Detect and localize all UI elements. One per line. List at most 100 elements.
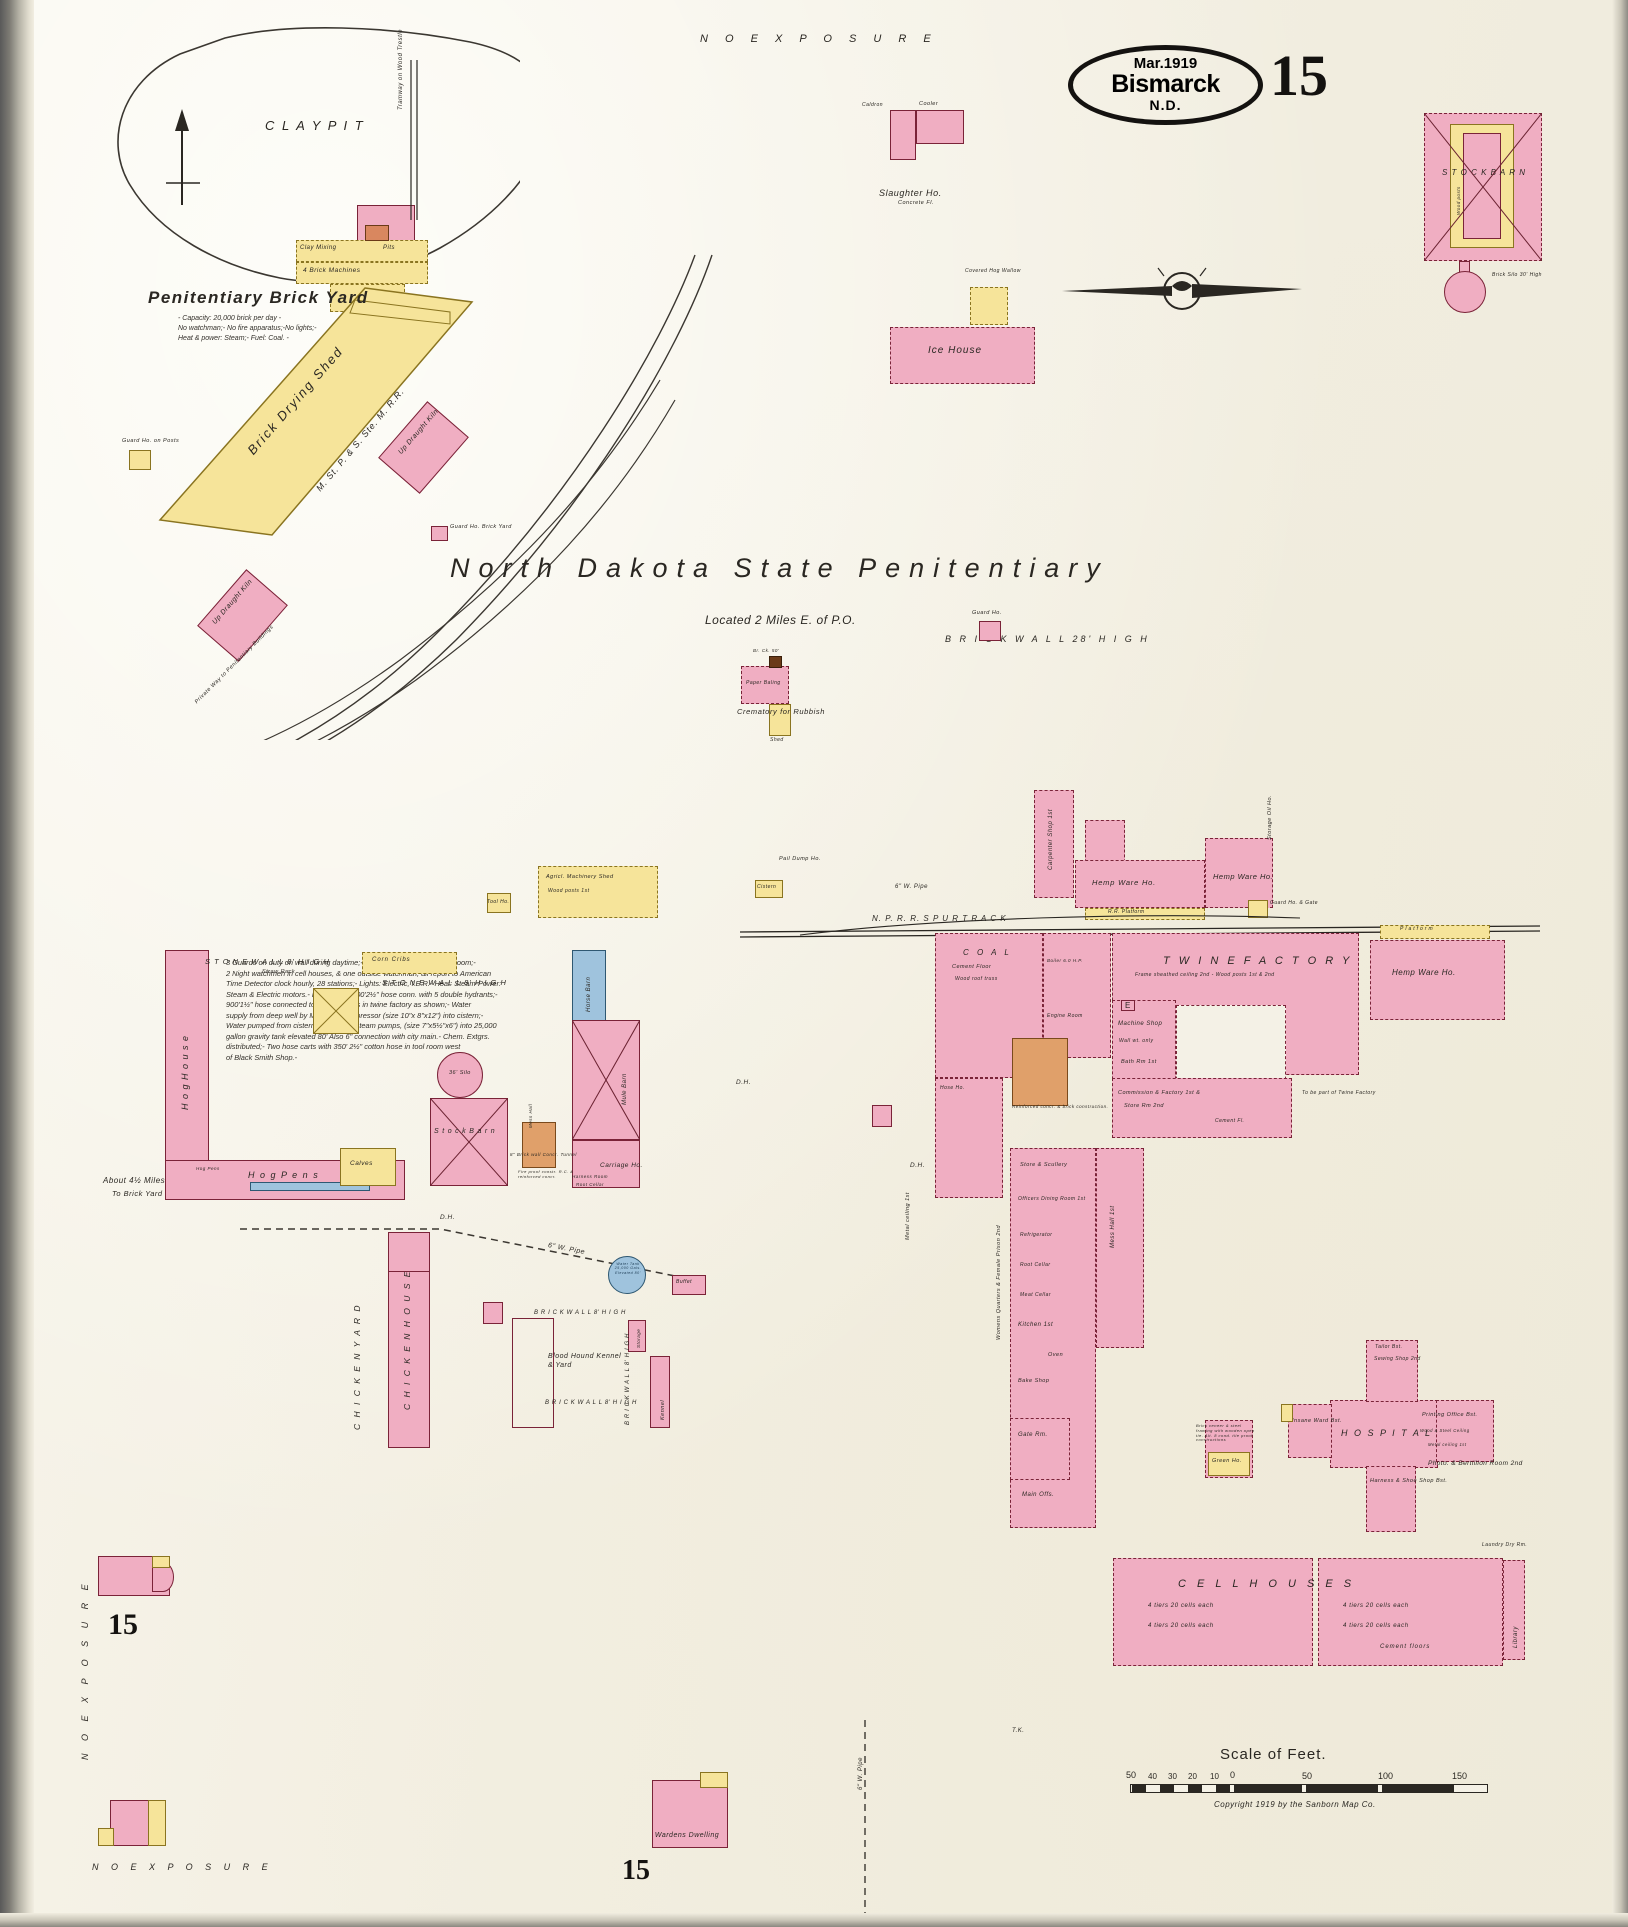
label-fire-proof-note: Fire proof constr. R.C. & reinforced con… — [518, 1169, 576, 1179]
label-cell-tiers-4: 4 tiers 20 cells each — [1343, 1623, 1409, 1629]
building-hose-house-small — [872, 1105, 892, 1127]
label-crematory: Crematory for Rubbish — [737, 707, 825, 716]
label-photo-bertillion: Photo. & Bertillion Room 2nd — [1428, 1460, 1523, 1468]
general-note-line: 3 Guards on duty on wall during daytime;… — [226, 958, 476, 967]
label-straw-rack: Straw Rack — [262, 969, 296, 975]
label-hose-house: Hose Ho. — [940, 1085, 965, 1091]
label-reinforced-concr: Reinforced concr. & brick construction. — [1012, 1104, 1109, 1109]
building-brick-silo-circle — [1444, 271, 1486, 313]
clay-pit-outline — [117, 27, 520, 283]
label-hospital: H O S P I T A L — [1341, 1428, 1433, 1438]
label-brick-silo-text: Brick Silo 30' High — [1492, 272, 1542, 278]
title-date: Mar.1919 — [1133, 55, 1198, 72]
railroad-tracks — [263, 254, 713, 740]
label-hog-pens: H o g P e n s — [248, 1170, 320, 1180]
label-agri-machinery-shed: Agricl. Machinery Shed — [546, 874, 614, 880]
label-metal-ceiling-vert: Metal ceiling 1st — [905, 1192, 911, 1240]
label-harness-shoe-shop: Harness & Shoe Shop Bst. — [1370, 1478, 1447, 1485]
general-note-line: Steam & Electric motors.- Fuel: Coal.- 4… — [226, 989, 498, 999]
building-wardens-dwelling — [652, 1780, 728, 1848]
scale-tick: 20 — [1188, 1772, 1197, 1781]
building-chicken-house — [388, 1248, 430, 1448]
building-buffet — [672, 1275, 706, 1295]
label-mess-hall: Mess Hall 1st — [1110, 1205, 1116, 1248]
label-about-4-miles: About 4½ Miles — [103, 1176, 166, 1185]
building-brick-drying-shed — [158, 287, 474, 536]
label-wood-posts-1st: Wood posts 1st — [548, 888, 590, 894]
label-green-house: Green Ho. — [1212, 1458, 1242, 1464]
title-block-oval: Mar.1919 Bismarck N.D. — [1068, 45, 1263, 125]
label-refrigerator: Refrigerator — [1020, 1232, 1053, 1238]
building-small-shed-yard — [483, 1302, 503, 1324]
label-crematory-shed: Shed — [770, 737, 784, 743]
page-bottom-edge-shadow — [0, 1913, 1628, 1927]
label-guard-house-gate: Guard Ho. & Gate — [1270, 900, 1318, 906]
scale-tick: 150 — [1452, 1771, 1468, 1781]
label-silo-36: 36' Silo — [449, 1070, 471, 1076]
label-metal-ceiling-hosp: Metal ceiling 1st — [1428, 1442, 1467, 1447]
main-title: North Dakota State Penitentiary — [450, 553, 1109, 583]
label-tk-bottom: T.K. — [1012, 1728, 1025, 1734]
label-store-room-2nd: Store Rm 2nd — [1124, 1103, 1164, 1109]
building-hospital-annex-yellow — [1281, 1404, 1293, 1422]
label-rr-platform: R.R. Platform — [1108, 909, 1145, 915]
main-title-subtitle: Located 2 Miles E. of P.O. — [705, 613, 856, 627]
label-horse-barn: Horse Barn — [586, 976, 592, 1012]
label-mess-hall-small: Mess Hall — [528, 1103, 533, 1128]
building-water-tank — [608, 1256, 646, 1294]
building-hospital-west-wing — [1288, 1404, 1332, 1458]
general-note-line: gallon gravity tank elevated 80' Also 6"… — [226, 1031, 490, 1041]
label-gate-room: Gate Rm. — [1018, 1432, 1048, 1438]
label-kennel: Kennel — [660, 1399, 666, 1420]
building-gate-room — [1010, 1418, 1070, 1480]
label-sewing-shop: Sewing Shop 2nd — [1374, 1356, 1421, 1362]
label-slaughter-house: Slaughter Ho. — [879, 188, 942, 198]
brickyard-note-line: - Capacity: 20,000 brick per day - — [178, 315, 282, 322]
label-guard-house-brickyard: Guard Ho. Brick Yard — [450, 524, 512, 530]
label-tool-house: Tool Ho. — [487, 899, 510, 905]
label-boiler-room: Boiler 6.0 H.P. — [1047, 958, 1083, 963]
label-6in-water-pipe-north: 6" W. Pipe — [895, 884, 928, 890]
building-slaughter-house-cooler — [916, 110, 964, 144]
label-pipe-bottom: 6" W. Pipe — [858, 1757, 864, 1790]
label-ice-house: Ice House — [928, 345, 983, 356]
label-carriage-house: Carriage Ho. — [600, 1162, 643, 1169]
label-chicken-yard: C H I C K E N Y A R D — [352, 1303, 362, 1430]
label-no-exposure-top: N O E X P O S U R E — [700, 33, 938, 45]
horse-barn-small-x — [313, 988, 359, 1034]
scale-bar: Scale of Feet. 50 40 30 20 10 0 50 100 1… — [1126, 1746, 1490, 1812]
building-crematory-shed — [769, 704, 791, 736]
label-cell-houses: C E L L H O U S E S — [1178, 1578, 1356, 1590]
page-left-edge-shadow — [0, 0, 34, 1927]
label-to-be-part-text: To be part of Twine Factory — [1302, 1090, 1376, 1096]
label-tramway: Tramway on Wood Trestle — [398, 29, 404, 110]
building-mess-hall-small — [522, 1122, 556, 1168]
building-stock-barn-ne-core — [1463, 133, 1501, 239]
label-twine-factory: T W I N E F A C T O R Y — [1163, 955, 1353, 967]
brickyard-note-line: Heat & power: Steam;- Fuel: Coal. - — [178, 334, 289, 342]
label-buffet: Buffet — [676, 1279, 693, 1285]
building-ice-house — [890, 327, 1035, 384]
label-blood-hound-text: Blood Hound Kennel & Yard — [548, 1353, 622, 1370]
label-fire-proof-text: Fire proof constr. R.C. & reinforced con… — [518, 1169, 574, 1179]
page-number-bottom-left: 15 — [108, 1608, 138, 1641]
building-wardens-dwelling-annex — [700, 1772, 728, 1788]
label-storage: Storage — [636, 1328, 641, 1348]
building-silo-west — [437, 1052, 483, 1098]
tramway-trestle — [410, 60, 418, 220]
building-guard-house-gate — [1248, 900, 1268, 918]
label-engine-room: Engine Room — [1047, 1013, 1083, 1019]
scale-bar-segment — [1382, 1785, 1454, 1792]
building-kennel — [650, 1356, 670, 1428]
label-water-tank-note: Water Tank 25,000 Gals. Elevated 80' — [612, 1262, 644, 1275]
label-brick-wall-8h: B R I C K W A L L 8' H I G H — [534, 1310, 626, 1316]
label-hemp-ware-ho-2-text: Hemp Ware Ho. — [1213, 872, 1274, 881]
label-printing-office-ceiling: Wood & Steel Ceiling — [1420, 1428, 1470, 1433]
building-corn-cribs — [362, 952, 457, 974]
label-wood-roof-truss: Wood roof truss — [955, 976, 998, 982]
building-brickyard-kiln-stack — [365, 225, 389, 241]
building-library — [1503, 1560, 1525, 1660]
building-hospital-east-wing — [1436, 1400, 1494, 1462]
compass-rose-icon — [1062, 267, 1302, 310]
general-note-line: 900'1½" hose connected to vertical pipes… — [226, 1000, 472, 1010]
